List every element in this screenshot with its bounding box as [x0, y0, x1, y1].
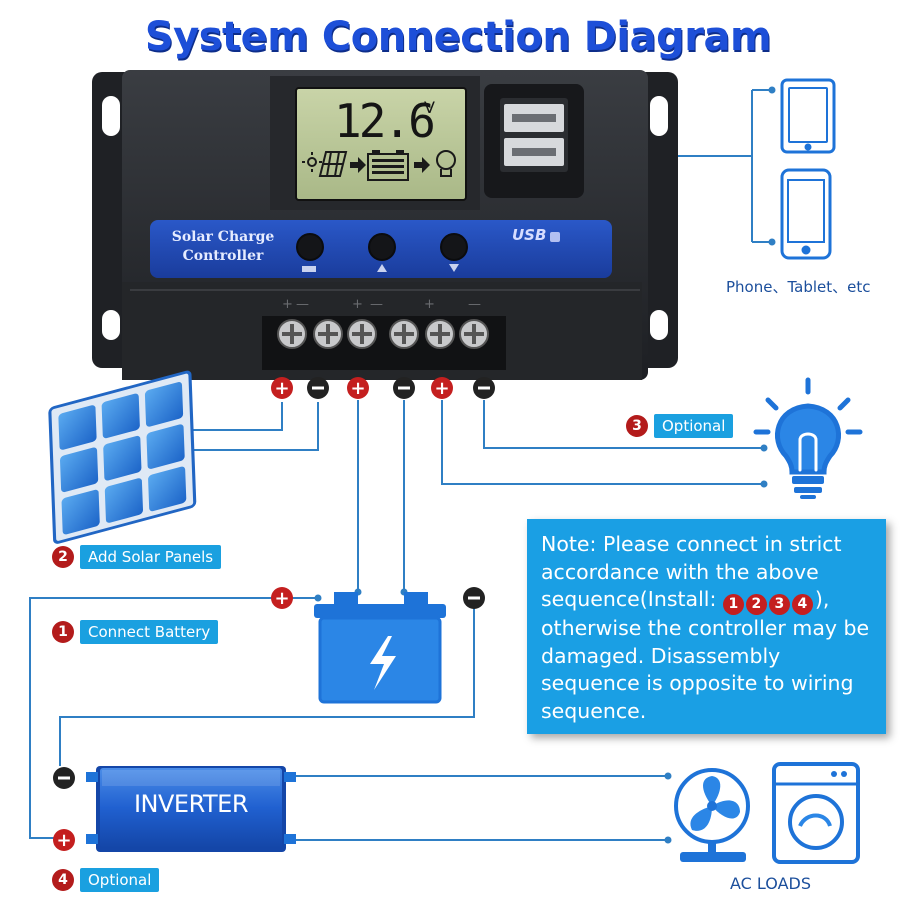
inverter-negative-marker [53, 767, 75, 789]
wire-end-dot [768, 86, 776, 94]
devices-caption: Phone、Tablet、etc [726, 278, 871, 296]
install-step-number: 3 [768, 594, 790, 615]
wire-end-dot [760, 480, 768, 488]
wire-end-dot [664, 836, 672, 844]
battery-to-inverter-positive-wire [29, 597, 318, 839]
step-label-text: Optional [80, 868, 160, 892]
solar-charge-controller: +— +— +— [92, 70, 678, 380]
note-text: Note: Please connect in strict accordanc… [541, 531, 877, 725]
menu-button [296, 233, 324, 261]
load-positive-wire [441, 400, 764, 485]
step-number-badge: 1 [52, 621, 74, 643]
up-button [368, 233, 396, 261]
washing-machine-icon [772, 762, 860, 864]
ac-loads-caption: AC LOADS [730, 874, 811, 893]
svg-text:+: + [282, 297, 293, 312]
solar-panel-icon [48, 370, 197, 544]
battery-positive-marker: + [271, 587, 293, 609]
load-negative-wire [483, 400, 764, 449]
solar-positive-wire [186, 402, 283, 431]
terminal-screws [277, 319, 489, 349]
inverter-label: INVERTER [133, 790, 249, 818]
lcd-screen [295, 87, 467, 201]
step-label-text: Optional [654, 414, 734, 438]
wire-end-dot [664, 772, 672, 780]
mount-slot [102, 310, 120, 340]
svg-text:+: + [350, 378, 365, 399]
step-label-text: Connect Battery [80, 620, 219, 644]
inverter-device [86, 766, 296, 852]
note-text-after: ), otherwise the controller may be damag… [541, 587, 870, 723]
battery-to-inverter-negative-wire [59, 606, 475, 766]
lcd-arrow-icon [414, 157, 430, 173]
positive-terminal-solar: + [271, 377, 293, 399]
step-3-label: 3 Optional [626, 414, 734, 438]
light-bulb-icon [753, 377, 863, 499]
step-number-badge: 3 [626, 415, 648, 437]
positive-terminal-load: + [431, 377, 453, 399]
svg-text:—: — [468, 297, 481, 312]
negative-terminal-load [473, 377, 495, 399]
svg-text:+: + [56, 830, 71, 851]
controller-brand: Solar Charge Controller [158, 228, 288, 266]
negative-terminal-battery [393, 377, 415, 399]
diagram-title: System Connection Diagram [144, 14, 772, 60]
solar-negative-wire [186, 402, 319, 451]
fan-icon [674, 768, 750, 862]
mount-slot [102, 96, 120, 136]
polarity-markers: + + + + + [53, 377, 495, 851]
install-step-number: 2 [745, 594, 767, 615]
negative-terminal-solar [307, 377, 329, 399]
battery-icon [314, 592, 446, 704]
usb-logo: USB [512, 226, 547, 244]
svg-text:+: + [352, 297, 363, 312]
step-number-badge: 2 [52, 546, 74, 568]
wire-end-dot [768, 238, 776, 246]
brand-line-2: Controller [182, 248, 264, 264]
lcd-solar-icon [302, 151, 348, 177]
wire-end-dot [314, 594, 322, 602]
wires [29, 89, 772, 841]
install-step-number: 1 [722, 594, 744, 615]
lcd-voltage-reading: 12.6 [334, 94, 436, 148]
note-text-before: Note: Please connect in strict accordanc… [541, 532, 842, 611]
svg-text:—: — [296, 297, 309, 312]
svg-text:—: — [370, 297, 383, 312]
mount-slot [650, 96, 668, 136]
positive-terminal-battery: + [347, 377, 369, 399]
inverter-positive-marker: + [53, 829, 75, 851]
down-button [440, 233, 468, 261]
lcd-arrow-icon [350, 157, 366, 173]
controller-buttons [296, 233, 468, 272]
step-number-badge: 4 [52, 869, 74, 891]
install-step-number: 4 [791, 594, 813, 615]
svg-text:+: + [274, 588, 289, 609]
brand-line-1: Solar Charge [171, 229, 275, 245]
lcd-battery-icon [367, 150, 409, 181]
phone-icon [780, 168, 832, 260]
lightning-icon [370, 636, 396, 690]
svg-text:+: + [274, 378, 289, 399]
svg-text:+: + [424, 297, 435, 312]
tablet-icon [780, 78, 836, 154]
svg-text:+: + [434, 378, 449, 399]
lcd-unit: V [424, 98, 435, 117]
step-label-text: Add Solar Panels [80, 545, 222, 569]
installation-note: Note: Please connect in strict accordanc… [527, 519, 886, 734]
step-2-label: 2 Add Solar Panels [52, 545, 222, 569]
step-1-label: 1 Connect Battery [52, 620, 219, 644]
wire-end-dot [760, 444, 768, 452]
battery-negative-marker [463, 587, 485, 609]
lcd-lamp-icon [436, 150, 456, 177]
mount-slot [650, 310, 668, 340]
step-4-label: 4 Optional [52, 868, 160, 892]
lcd-value: 12.6 [334, 94, 436, 148]
